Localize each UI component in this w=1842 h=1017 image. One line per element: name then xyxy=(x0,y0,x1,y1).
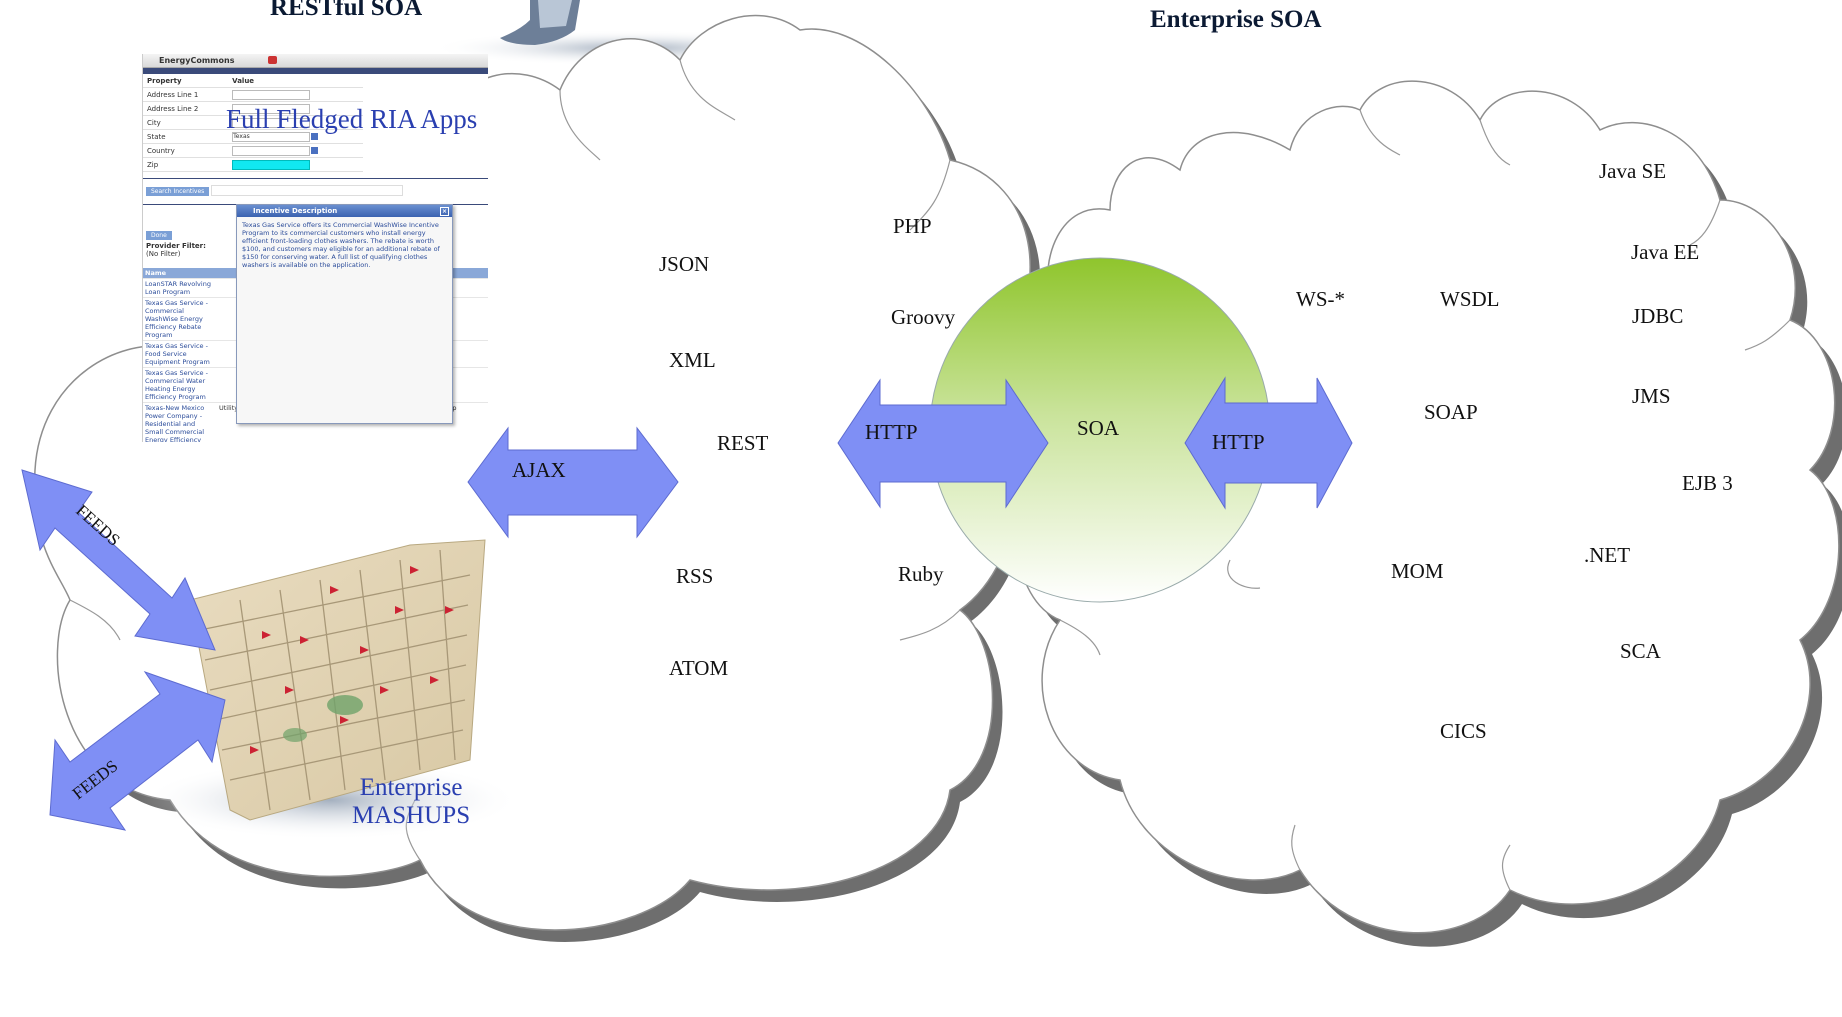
restful-soa-heading: RESTful SOA xyxy=(270,0,423,21)
popup-titlebar: Incentive Description × xyxy=(237,205,452,217)
city-input[interactable] xyxy=(232,117,311,128)
field-label: Address Line 1 xyxy=(143,87,229,102)
term-net: .NET xyxy=(1584,543,1631,567)
term-mom: MOM xyxy=(1391,559,1444,583)
http-arrow-right xyxy=(1184,376,1353,510)
term-ws: WS-* xyxy=(1296,287,1345,311)
grid-cell-name: Texas Gas Service - Commercial Water Hea… xyxy=(143,367,217,403)
feeds-arrow-bottom xyxy=(49,671,226,831)
field-label: Country xyxy=(143,143,229,158)
field-label: State xyxy=(143,129,229,144)
address2-input[interactable] xyxy=(232,103,311,114)
mashup-caption-line2: MASHUPS xyxy=(352,802,471,829)
address1-input[interactable] xyxy=(232,89,311,100)
close-icon[interactable]: × xyxy=(440,207,449,216)
term-wsdl: WSDL xyxy=(1440,287,1500,311)
feeds-arrow-top xyxy=(21,469,216,651)
ria-titlebar: EnergyCommons xyxy=(143,54,488,68)
http-arrow-left xyxy=(837,378,1049,509)
term-java-ee: Java EE xyxy=(1631,240,1700,264)
term-java-se: Java SE xyxy=(1599,159,1667,183)
grid-cell-name: Texas-New Mexico Power Company - Residen… xyxy=(143,402,217,442)
mashup-caption-line1: Enterprise xyxy=(359,774,463,801)
done-button[interactable]: Done xyxy=(146,231,172,240)
field-label: Zip xyxy=(143,157,229,172)
col-property: Property xyxy=(143,74,229,88)
search-incentives-button[interactable]: Search Incentives xyxy=(146,186,210,196)
term-groovy: Groovy xyxy=(891,305,956,329)
term-php: PHP xyxy=(893,214,932,238)
grid-cell-name: LoanSTAR Revolving Loan Program xyxy=(143,278,217,298)
term-sca: SCA xyxy=(1620,639,1661,663)
ria-app-title: EnergyCommons xyxy=(159,56,235,65)
grid-cell-name: Texas Gas Service - Commercial WashWise … xyxy=(143,297,217,341)
term-jdbc: JDBC xyxy=(1632,304,1684,328)
country-select[interactable] xyxy=(232,145,311,156)
term-soap: SOAP xyxy=(1424,400,1478,424)
close-icon[interactable] xyxy=(268,56,277,64)
term-ejb3: EJB 3 xyxy=(1682,471,1733,495)
chevron-down-icon[interactable] xyxy=(311,133,319,140)
term-rest: REST xyxy=(717,431,769,455)
incentive-description-popup: Incentive Description × Texas Gas Servic… xyxy=(236,204,453,424)
term-json: JSON xyxy=(659,252,710,276)
popup-title: Incentive Description xyxy=(253,207,338,215)
chevron-down-icon[interactable] xyxy=(311,147,319,154)
ria-navbar xyxy=(143,68,488,74)
grid-cell-name: Texas Gas Service - Food Service Equipme… xyxy=(143,340,217,368)
mashup-map-image xyxy=(140,539,520,840)
col-value: Value xyxy=(228,74,363,88)
field-label: City xyxy=(143,115,229,130)
mashup-caption: Enterprise MASHUPS xyxy=(352,774,470,830)
ajax-arrow xyxy=(467,426,679,539)
state-select[interactable]: Texas xyxy=(232,131,311,142)
term-atom: ATOM xyxy=(669,656,729,680)
term-rss: RSS xyxy=(676,564,714,588)
field-label: Address Line 2 xyxy=(143,101,229,116)
term-ruby: Ruby xyxy=(898,562,944,586)
term-cics: CICS xyxy=(1440,719,1487,743)
provider-filter-select[interactable]: (No Filter) xyxy=(146,250,181,258)
http-label-right: HTTP xyxy=(1212,430,1265,454)
enterprise-soa-heading: Enterprise SOA xyxy=(1150,6,1322,33)
term-jms: JMS xyxy=(1632,384,1671,408)
soa-hub-label: SOA xyxy=(1077,416,1120,440)
grid-header-name[interactable]: Name xyxy=(143,268,217,279)
provider-filter-label: Provider Filter: xyxy=(146,242,206,250)
zip-input[interactable] xyxy=(232,159,311,170)
enterprise-soa-cloud xyxy=(1015,80,1842,947)
term-xml: XML xyxy=(669,348,716,372)
ajax-label: AJAX xyxy=(512,458,566,482)
ria-apps-caption: Full Fledged RIA Apps xyxy=(226,104,478,134)
popup-description-text: Texas Gas Service offers its Commercial … xyxy=(242,221,440,269)
http-label-left: HTTP xyxy=(865,420,918,444)
